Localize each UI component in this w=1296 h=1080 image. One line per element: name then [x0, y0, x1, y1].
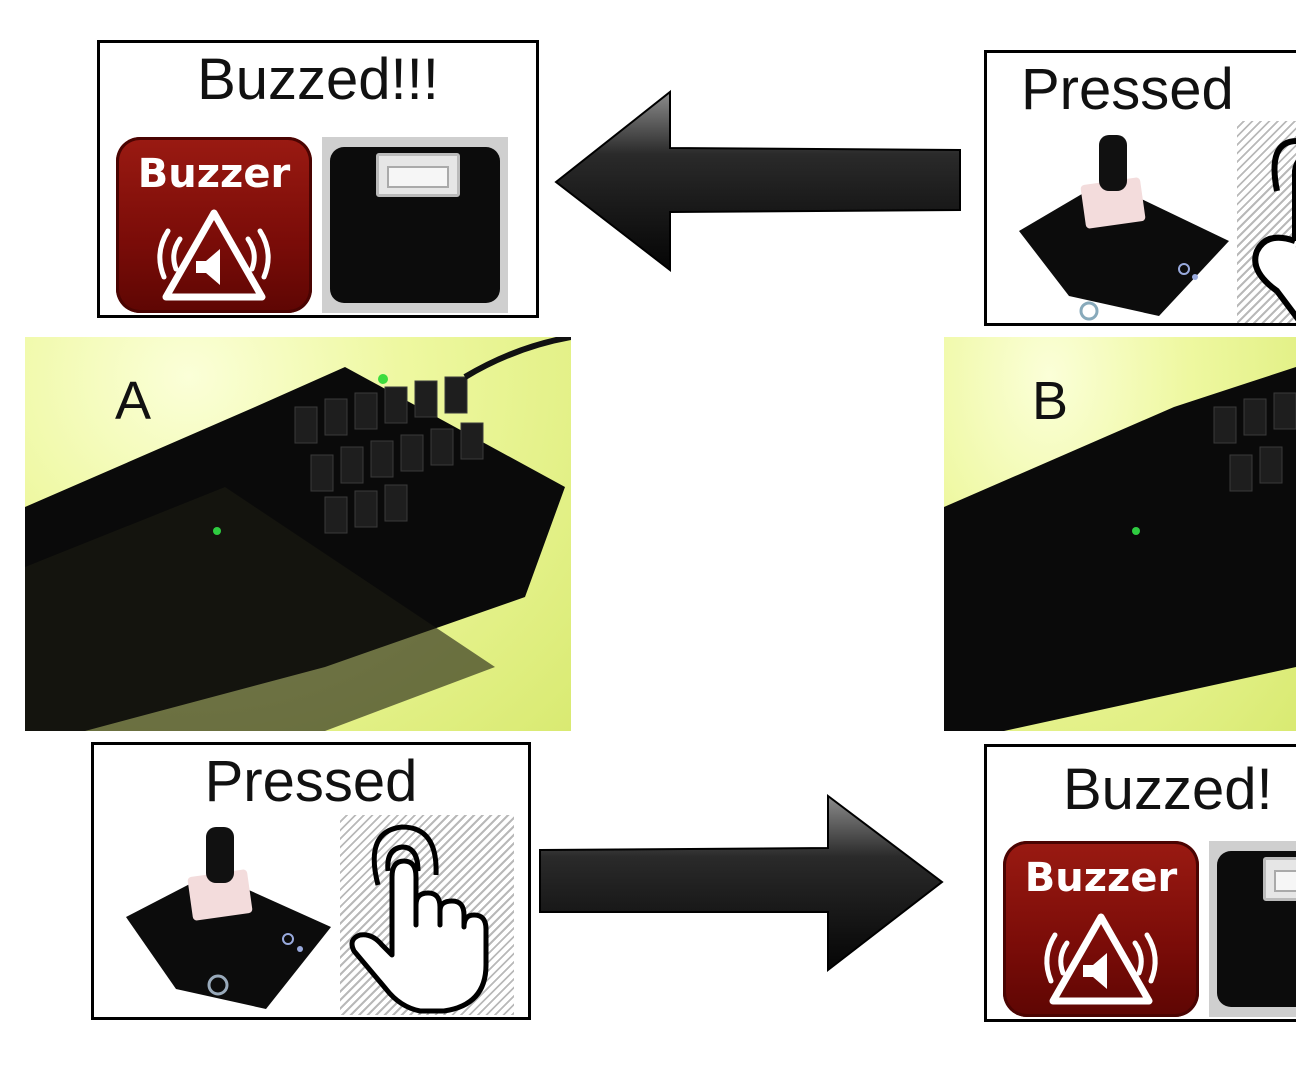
pointing-hand-icon [349, 824, 489, 1014]
button-module-photo [116, 817, 346, 1017]
arrow-left-icon [554, 89, 961, 272]
panel-title: Buzzed!!! [197, 47, 439, 112]
panel-title: Pressed [204, 749, 418, 814]
buzzer-icon: Buzzer [116, 137, 312, 313]
buzzer-module-photo [322, 137, 508, 313]
speaker-warning-icon [1044, 913, 1158, 1005]
board-photo-a: A [25, 337, 571, 731]
board-label: B [1032, 371, 1069, 431]
panel-buzzed-a: Buzzed!!! Buzzer [97, 40, 539, 318]
buzzer-label: Buzzer [137, 151, 291, 197]
buzzer-module-photo [1209, 841, 1296, 1017]
panel-title: Pressed [1021, 57, 1234, 122]
panel-pressed-b: Pressed [984, 50, 1296, 326]
hatched-hand-box [1237, 121, 1296, 323]
board-photo-b: B [944, 337, 1296, 731]
hatched-hand-box [340, 815, 514, 1015]
panel-buzzed-b: Buzzed! Buzzer [984, 744, 1296, 1022]
button-module-photo [1009, 121, 1239, 321]
speaker-warning-icon [157, 209, 271, 301]
panel-pressed-a: Pressed [91, 742, 531, 1020]
board-label: A [115, 371, 152, 431]
arrow-right-icon [539, 794, 944, 973]
buzzer-icon: Buzzer [1003, 841, 1199, 1017]
pointing-hand-icon [1252, 138, 1296, 322]
panel-title: Buzzed! [1063, 757, 1273, 822]
buzzer-label: Buzzer [1024, 855, 1178, 901]
